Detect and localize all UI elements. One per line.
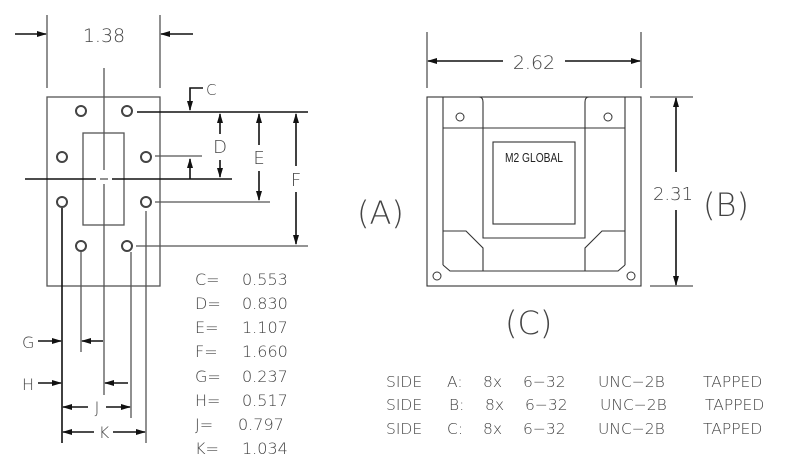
dim-value: 1.107	[242, 318, 288, 337]
dim-value: 0.797	[238, 415, 284, 434]
label-j: J	[95, 398, 100, 417]
label-d: D	[213, 137, 227, 158]
body-outline	[426, 96, 642, 287]
label-f: F	[291, 170, 301, 191]
hole	[56, 151, 68, 163]
width-dimension-label: 1.38	[83, 25, 125, 47]
dim-value: 0.237	[242, 367, 288, 386]
dim-key: C=	[195, 270, 220, 289]
dimension-table: C= 0.553 D= 0.830 E= 1.107 F= 1.660 G= 0…	[195, 270, 288, 458]
side-b-label: (B)	[703, 186, 749, 224]
label-h: H	[22, 375, 34, 394]
side-c-label: (C)	[505, 304, 552, 342]
body-view: 2.62 2.31 M2 GLOBAL (A)	[357, 32, 764, 438]
dim-key: E=	[195, 318, 219, 337]
hole	[121, 240, 133, 252]
width-dimension-label: 2.62	[513, 52, 555, 74]
label-c: C	[206, 81, 216, 99]
dim-key: J=	[195, 415, 213, 434]
body-edge	[584, 96, 625, 128]
hole	[75, 240, 87, 252]
hole	[121, 105, 133, 117]
hole	[140, 196, 152, 208]
hole	[455, 112, 465, 122]
flange-view: 1.38 C D E	[15, 15, 308, 458]
dim-value: 0.517	[242, 391, 288, 410]
dim-key: G=	[195, 367, 221, 386]
hole	[603, 112, 613, 122]
brand-logo: M2 GLOBAL	[505, 150, 563, 165]
c-leader	[187, 87, 203, 111]
dim-value: 1.034	[242, 439, 288, 458]
dim-value: 0.830	[242, 294, 288, 313]
label-k: K	[99, 423, 110, 442]
dim-value: 1.660	[242, 342, 288, 361]
label-plate	[492, 141, 576, 225]
dim-key: K=	[195, 439, 219, 458]
dim-key: H=	[195, 391, 220, 410]
height-dimension-label: 2.31	[653, 184, 693, 205]
label-e: E	[253, 148, 264, 169]
dim-value: 0.553	[242, 270, 288, 289]
body-edge	[442, 264, 626, 272]
dim-key: F=	[195, 342, 218, 361]
side-a-label: (A)	[357, 194, 404, 232]
body-edge	[443, 230, 484, 271]
hole	[56, 196, 68, 208]
label-g: G	[22, 333, 34, 352]
body-edge	[443, 96, 484, 128]
dim-key: D=	[195, 294, 221, 313]
body-edge	[482, 128, 586, 239]
hole	[432, 271, 442, 281]
body-edge	[584, 230, 625, 271]
hole	[140, 151, 152, 163]
hole	[626, 271, 636, 281]
hole	[75, 105, 87, 117]
